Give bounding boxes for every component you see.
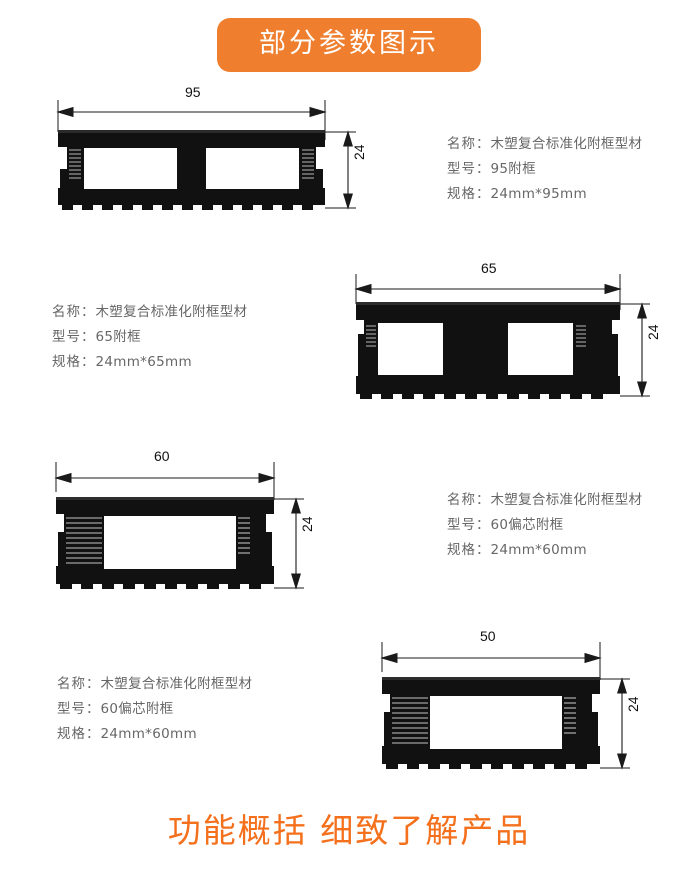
height-dimension-label-65: 24 bbox=[645, 324, 661, 340]
name-label-60: 名称： bbox=[447, 492, 491, 508]
height-dimension-label-95: 24 bbox=[351, 144, 367, 160]
width-dimension-label-95: 95 bbox=[185, 84, 201, 100]
spec-block-95: 名称：木塑复合标准化附框型材 型号：95附框 规格：24mm*95mm bbox=[447, 132, 642, 207]
height-dimension-95 bbox=[325, 130, 356, 210]
profile-drawing-60: 60 24 bbox=[42, 448, 342, 602]
profile-65-body bbox=[356, 302, 620, 399]
height-dimension-60 bbox=[274, 497, 304, 590]
spec-label-95: 规格： bbox=[447, 186, 491, 202]
spec-value-65: 24mm*65mm bbox=[95, 354, 192, 370]
model-value-60: 60偏芯附框 bbox=[490, 517, 564, 533]
model-value-65: 65附框 bbox=[95, 329, 141, 345]
name-label-95: 名称： bbox=[447, 136, 491, 152]
spec-label-60: 规格： bbox=[447, 542, 491, 558]
spec-name-row-65: 名称：木塑复合标准化附框型材 bbox=[52, 300, 247, 325]
model-label-65: 型号： bbox=[52, 329, 96, 345]
spec-name-row-50: 名称：木塑复合标准化附框型材 bbox=[57, 672, 252, 697]
name-value-95: 木塑复合标准化附框型材 bbox=[490, 136, 643, 152]
height-dimension-label-60: 24 bbox=[299, 516, 315, 532]
spec-size-row-60: 规格：24mm*60mm bbox=[447, 538, 642, 563]
serration-teeth-50 bbox=[386, 764, 587, 769]
profile-drawing-95: 95 24 bbox=[40, 84, 390, 228]
model-value-95: 95附框 bbox=[490, 161, 536, 177]
height-dimension-50 bbox=[600, 677, 630, 770]
header-banner-container: 部分参数图示 bbox=[0, 18, 698, 72]
name-value-65: 木塑复合标准化附框型材 bbox=[95, 304, 248, 320]
profile-60-svg bbox=[54, 462, 304, 590]
profile-60-body bbox=[56, 497, 274, 589]
profile-50-svg bbox=[380, 642, 630, 770]
spec-label-50: 规格： bbox=[57, 726, 101, 742]
width-dimension-label-50: 50 bbox=[480, 628, 496, 644]
spec-block-65: 名称：木塑复合标准化附框型材 型号：65附框 规格：24mm*65mm bbox=[52, 300, 247, 375]
spec-size-row-65: 规格：24mm*65mm bbox=[52, 350, 247, 375]
spec-block-60: 名称：木塑复合标准化附框型材 型号：60偏芯附框 规格：24mm*60mm bbox=[447, 488, 642, 563]
profile-50-body bbox=[382, 677, 600, 769]
spec-value-60: 24mm*60mm bbox=[490, 542, 587, 558]
width-dimension-60 bbox=[54, 462, 276, 500]
model-label-95: 型号： bbox=[447, 161, 491, 177]
rib-texture-50 bbox=[392, 697, 576, 744]
name-value-50: 木塑复合标准化附框型材 bbox=[100, 676, 253, 692]
model-value-50: 60偏芯附框 bbox=[100, 701, 174, 717]
spec-size-row-95: 规格：24mm*95mm bbox=[447, 182, 642, 207]
height-dimension-65 bbox=[620, 302, 650, 398]
rib-texture-60 bbox=[66, 517, 250, 564]
width-dimension-label-65: 65 bbox=[481, 260, 497, 276]
spec-model-row-50: 型号：60偏芯附框 bbox=[57, 697, 252, 722]
spec-size-row-50: 规格：24mm*60mm bbox=[57, 722, 252, 747]
spec-name-row-60: 名称：木塑复合标准化附框型材 bbox=[447, 488, 642, 513]
profile-drawing-65: 65 24 bbox=[340, 260, 670, 402]
spec-name-row-95: 名称：木塑复合标准化附框型材 bbox=[447, 132, 642, 157]
name-value-60: 木塑复合标准化附框型材 bbox=[490, 492, 643, 508]
width-dimension-50 bbox=[380, 642, 602, 680]
name-label-65: 名称： bbox=[52, 304, 96, 320]
spec-label-65: 规格： bbox=[52, 354, 96, 370]
height-dimension-label-50: 24 bbox=[625, 696, 641, 712]
footer-slogan: 功能概括 细致了解产品 bbox=[167, 811, 531, 850]
rib-texture-95 bbox=[69, 149, 314, 179]
width-dimension-95 bbox=[56, 100, 327, 140]
serration-teeth-60 bbox=[60, 584, 261, 589]
spec-model-row-65: 型号：65附框 bbox=[52, 325, 247, 350]
profile-65-svg bbox=[354, 274, 650, 399]
profile-95-body bbox=[58, 130, 325, 210]
name-label-50: 名称： bbox=[57, 676, 101, 692]
footer-container: 功能概括 细致了解产品 bbox=[0, 804, 698, 852]
spec-value-50: 24mm*60mm bbox=[100, 726, 197, 742]
model-label-50: 型号： bbox=[57, 701, 101, 717]
model-label-60: 型号： bbox=[447, 517, 491, 533]
section-title-banner: 部分参数图示 bbox=[217, 18, 481, 72]
spec-value-95: 24mm*95mm bbox=[490, 186, 587, 202]
spec-model-row-60: 型号：60偏芯附框 bbox=[447, 513, 642, 538]
rib-texture-65 bbox=[366, 325, 586, 347]
serration-teeth-95 bbox=[62, 205, 313, 210]
serration-teeth-65 bbox=[360, 394, 603, 399]
profile-95-svg bbox=[56, 100, 356, 210]
spec-block-50: 名称：木塑复合标准化附框型材 型号：60偏芯附框 规格：24mm*60mm bbox=[57, 672, 252, 747]
width-dimension-label-60: 60 bbox=[154, 448, 170, 464]
profile-drawing-50: 50 24 bbox=[368, 628, 668, 782]
spec-model-row-95: 型号：95附框 bbox=[447, 157, 642, 182]
